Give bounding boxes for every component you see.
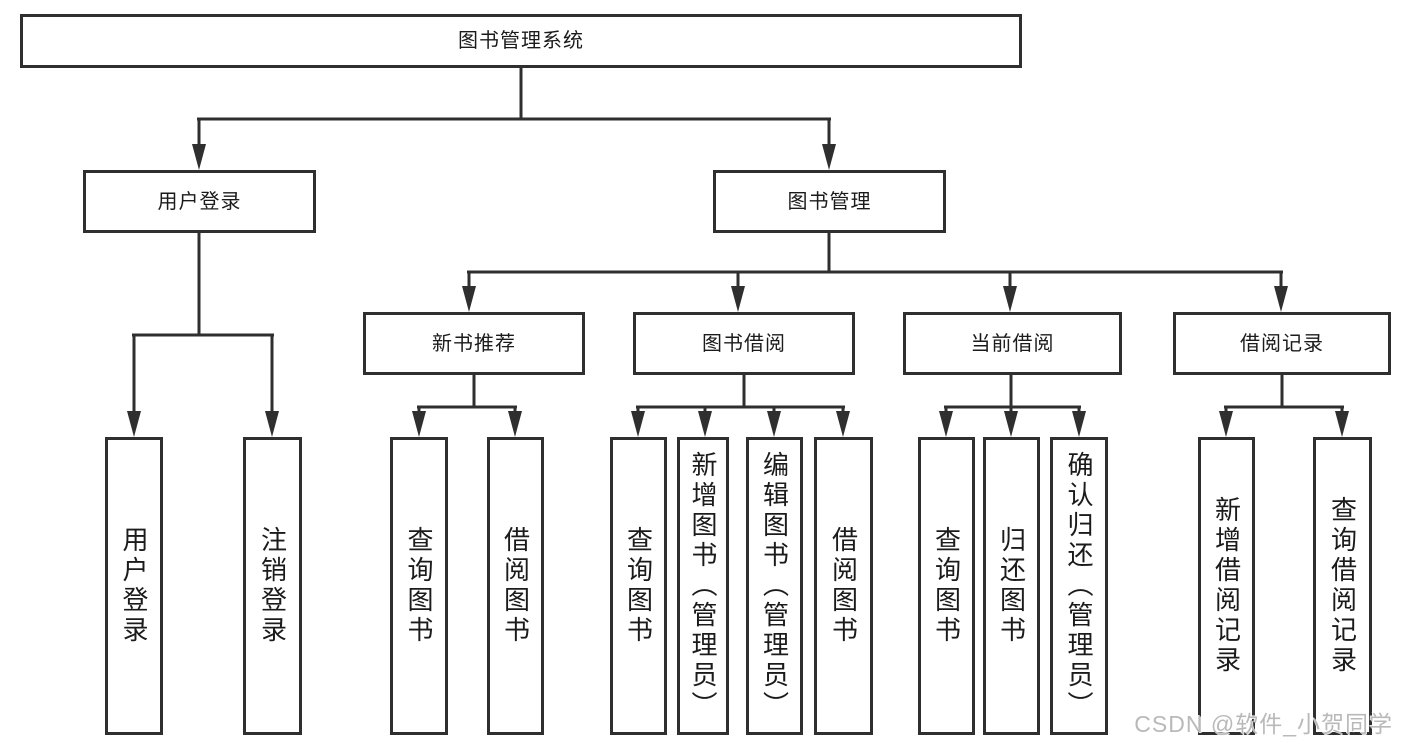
node-nbr-query-books: 查询图书 bbox=[390, 437, 448, 735]
node-nbr-borrow-books: 借阅图书 bbox=[487, 437, 544, 735]
node-logout-leaf: 注销登录 bbox=[243, 437, 302, 735]
node-label: 借阅图书 bbox=[500, 526, 531, 646]
node-user-login-leaf: 用户登录 bbox=[105, 437, 163, 735]
node-label: 借阅记录 bbox=[1240, 332, 1324, 355]
node-label: 图书管理系统 bbox=[458, 30, 584, 52]
node-cb-return-books: 归还图书 bbox=[983, 437, 1040, 735]
node-cb-query-books: 查询图书 bbox=[918, 437, 975, 735]
node-current-borrowing: 当前借阅 bbox=[903, 312, 1122, 375]
node-label: 确认归还（管理员） bbox=[1064, 451, 1094, 721]
node-book-management: 图书管理 bbox=[713, 170, 946, 233]
node-label: 新书推荐 bbox=[432, 332, 516, 355]
node-bb-borrow-books: 借阅图书 bbox=[814, 437, 873, 735]
node-book-borrowing: 图书借阅 bbox=[633, 312, 855, 375]
node-br-query-record: 查询借阅记录 bbox=[1313, 437, 1372, 735]
node-label: 图书管理 bbox=[787, 190, 872, 213]
node-label: 注销登录 bbox=[257, 526, 288, 646]
node-borrowing-records: 借阅记录 bbox=[1173, 312, 1391, 375]
node-bb-add-books-admin: 新增图书（管理员） bbox=[677, 437, 729, 735]
connector-book-borrowing bbox=[631, 375, 850, 437]
node-label: 查询图书 bbox=[931, 526, 962, 646]
node-label: 当前借阅 bbox=[970, 332, 1055, 355]
node-label: 用户登录 bbox=[157, 190, 242, 213]
node-bb-query-books: 查询图书 bbox=[610, 437, 667, 735]
node-label: 用户登录 bbox=[119, 526, 149, 646]
node-label: 归还图书 bbox=[996, 526, 1027, 646]
node-label: 查询图书 bbox=[404, 526, 434, 646]
node-label: 借阅图书 bbox=[828, 526, 859, 646]
node-library-system: 图书管理系统 bbox=[20, 14, 1022, 68]
node-bb-edit-books-admin: 编辑图书（管理员） bbox=[746, 437, 803, 735]
node-cb-confirm-return-admin: 确认归还（管理员） bbox=[1050, 437, 1108, 735]
watermark: CSDN @软件_小贺同学 bbox=[1134, 711, 1393, 737]
node-br-add-record: 新增借阅记录 bbox=[1198, 437, 1255, 735]
connector-current-borrowing bbox=[939, 375, 1086, 437]
node-label: 新增图书（管理员） bbox=[688, 451, 718, 721]
node-label: 查询图书 bbox=[623, 526, 654, 646]
node-label: 新增借阅记录 bbox=[1211, 496, 1242, 676]
node-new-book-recommendation: 新书推荐 bbox=[363, 312, 585, 375]
node-user-login: 用户登录 bbox=[83, 170, 316, 233]
node-label: 编辑图书（管理员） bbox=[759, 451, 790, 721]
node-label: 查询借阅记录 bbox=[1327, 496, 1358, 676]
connector-root bbox=[192, 68, 836, 170]
connector-user-login bbox=[127, 233, 279, 437]
connector-borrowing-records bbox=[1219, 375, 1349, 437]
connector-new-book-recommendation bbox=[412, 375, 522, 437]
connector-book-management bbox=[462, 233, 1288, 312]
node-label: 图书借阅 bbox=[702, 332, 786, 355]
